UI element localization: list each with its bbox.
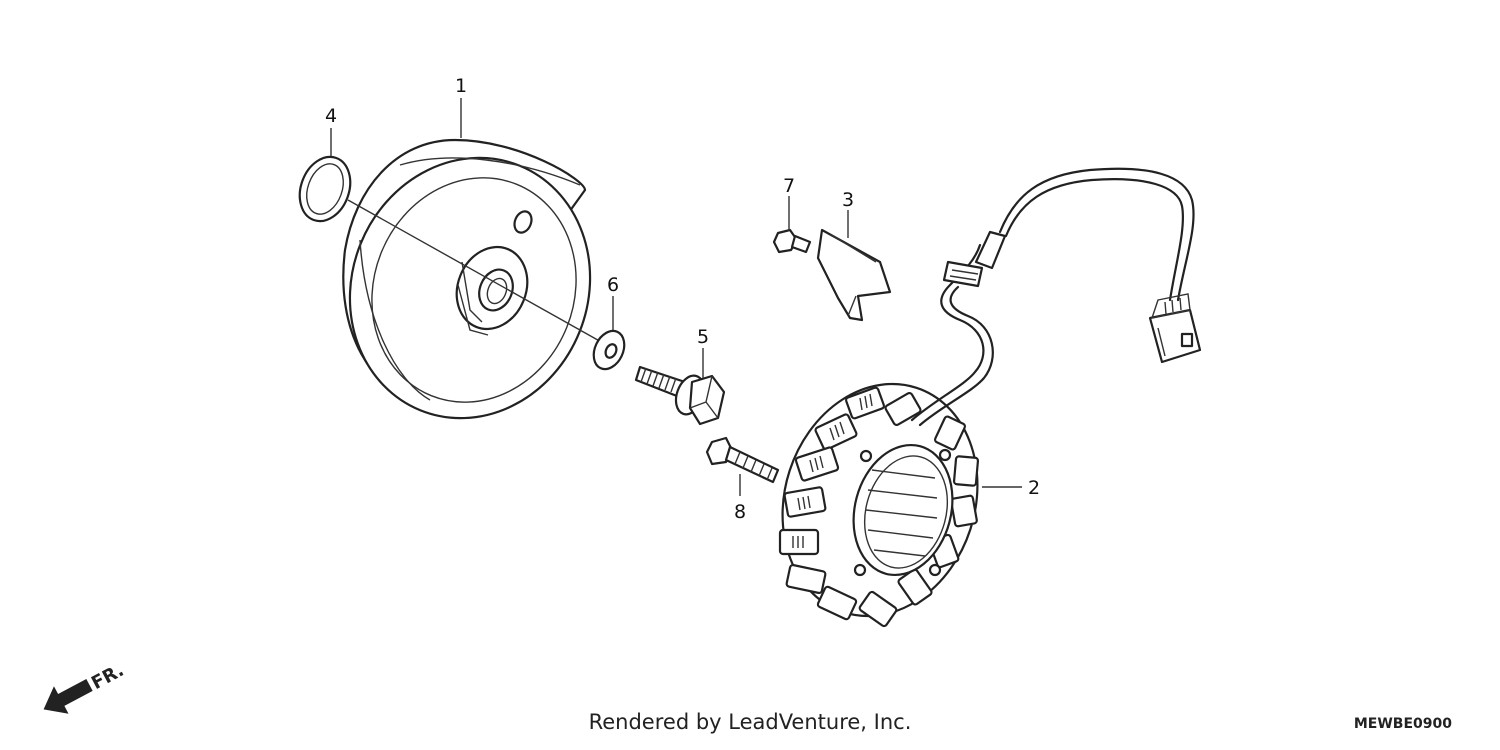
callout-3: 3 xyxy=(842,189,854,211)
callout-1: 1 xyxy=(455,75,467,97)
part-4-o-ring[interactable] xyxy=(291,150,359,228)
callout-5: 5 xyxy=(697,326,709,348)
part-5-flange-bolt[interactable] xyxy=(634,365,726,426)
part-8-screw[interactable] xyxy=(705,436,780,484)
part-2-stator[interactable] xyxy=(753,167,1202,642)
front-direction-label: FR. xyxy=(88,660,127,694)
part-1-flywheel[interactable] xyxy=(311,121,629,454)
render-credit: Rendered by LeadVenture, Inc. xyxy=(588,710,912,734)
callout-4: 4 xyxy=(325,105,337,127)
callout-6: 6 xyxy=(607,274,619,296)
part-7-small-bolt[interactable] xyxy=(772,228,812,254)
diagram-code: MEWBE0900 xyxy=(1353,716,1452,732)
callout-8: 8 xyxy=(734,501,746,523)
leader-line-shaft xyxy=(347,199,613,349)
front-arrow-icon xyxy=(43,678,93,714)
callout-leaders xyxy=(330,98,1022,496)
callout-7: 7 xyxy=(783,175,795,197)
part-3-plate[interactable] xyxy=(816,228,892,322)
part-6-washer[interactable] xyxy=(588,326,630,374)
callout-2: 2 xyxy=(1028,477,1040,499)
